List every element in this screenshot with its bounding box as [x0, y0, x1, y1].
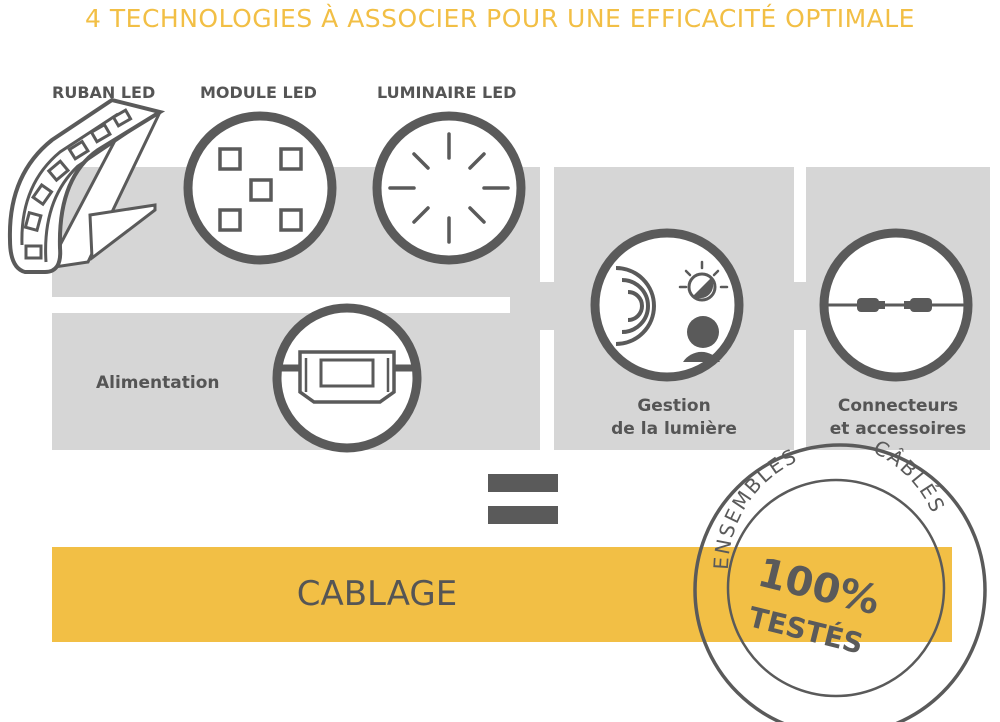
power-supply-icon — [272, 303, 422, 453]
label-connecteurs-line1: Connecteurs — [837, 396, 959, 416]
led-strip-icon — [7, 97, 166, 274]
led-luminaire-icon — [372, 111, 526, 265]
label-ruban-led: RUBAN LED — [52, 83, 156, 102]
label-gestion: Gestion de la lumière — [554, 395, 794, 441]
label-gestion-line1: Gestion — [637, 396, 711, 416]
label-gestion-line2: de la lumière — [611, 419, 737, 439]
page-title: 4 TECHNOLOGIES À ASSOCIER POUR UNE EFFIC… — [85, 4, 915, 33]
result-bar — [52, 547, 952, 642]
led-module-icon — [183, 111, 337, 265]
connector-icon — [819, 228, 973, 382]
equals-bar-bottom — [488, 506, 558, 524]
result-label: CABLAGE — [296, 574, 458, 614]
light-control-icon — [590, 228, 744, 382]
panel-connector-notch — [510, 282, 562, 330]
label-alimentation: Alimentation — [96, 373, 220, 393]
label-luminaire-led: LUMINAIRE LED — [377, 83, 517, 102]
label-connecteurs: Connecteurs et accessoires — [806, 395, 990, 441]
label-module-led: MODULE LED — [200, 83, 317, 102]
label-connecteurs-line2: et accessoires — [829, 419, 967, 439]
tested-stamp-icon: ENSEMBLES CÂBLÉS 100% TESTÉS — [693, 435, 987, 722]
stamp-arc-right: CÂBLÉS — [870, 435, 951, 517]
equals-bar-top — [488, 474, 558, 492]
